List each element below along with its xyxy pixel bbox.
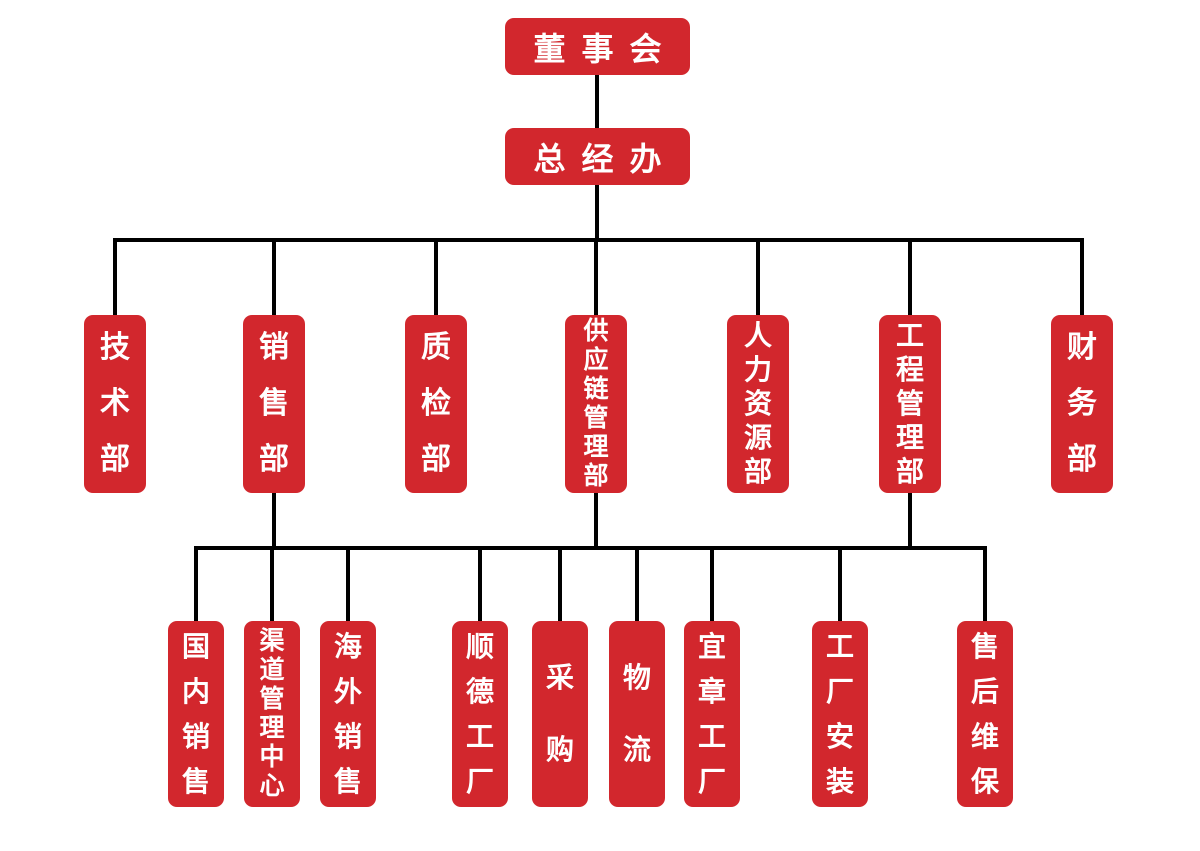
node-label: 工程管理部	[895, 320, 924, 487]
node-label: 渠道管理中心	[259, 627, 285, 800]
node-label: 物流	[622, 662, 651, 765]
node-team-domestic-sales: 国内销售	[168, 621, 224, 807]
node-label: 董事会	[533, 30, 678, 67]
node-team-aftersales-maintenance: 售后维保	[957, 621, 1013, 807]
node-team-channel-management-center: 渠道管理中心	[244, 621, 300, 807]
node-team-shunde-factory: 顺德工厂	[452, 621, 508, 807]
node-label: 海外销售	[333, 631, 362, 797]
node-label: 售后维保	[970, 631, 999, 797]
node-label: 宜章工厂	[697, 631, 726, 797]
node-team-procurement: 采购	[532, 621, 588, 807]
node-dept-engineering: 工程管理部	[879, 315, 941, 493]
node-team-yizhang-factory: 宜章工厂	[684, 621, 740, 807]
node-label: 销售部	[259, 331, 289, 476]
node-label: 总经办	[533, 140, 678, 177]
node-dept-finance: 财务部	[1051, 315, 1113, 493]
node-label: 工厂安装	[825, 631, 854, 797]
node-team-factory-installation: 工厂安装	[812, 621, 868, 807]
node-label: 财务部	[1067, 331, 1097, 476]
node-label: 技术部	[100, 331, 130, 476]
node-dept-technology: 技术部	[84, 315, 146, 493]
node-board: 董事会	[505, 18, 690, 75]
node-dept-sales: 销售部	[243, 315, 305, 493]
node-team-overseas-sales: 海外销售	[320, 621, 376, 807]
node-dept-human-resources: 人力资源部	[727, 315, 789, 493]
node-team-logistics: 物流	[609, 621, 665, 807]
node-label: 国内销售	[181, 631, 210, 797]
node-dept-quality: 质检部	[405, 315, 467, 493]
node-label: 采购	[545, 662, 574, 765]
node-label: 供应链管理部	[583, 317, 609, 490]
node-label: 人力资源部	[743, 320, 772, 487]
node-label: 顺德工厂	[465, 631, 494, 797]
node-general-manager-office: 总经办	[505, 128, 690, 185]
node-dept-supply-chain: 供应链管理部	[565, 315, 627, 493]
node-label: 质检部	[421, 331, 451, 476]
